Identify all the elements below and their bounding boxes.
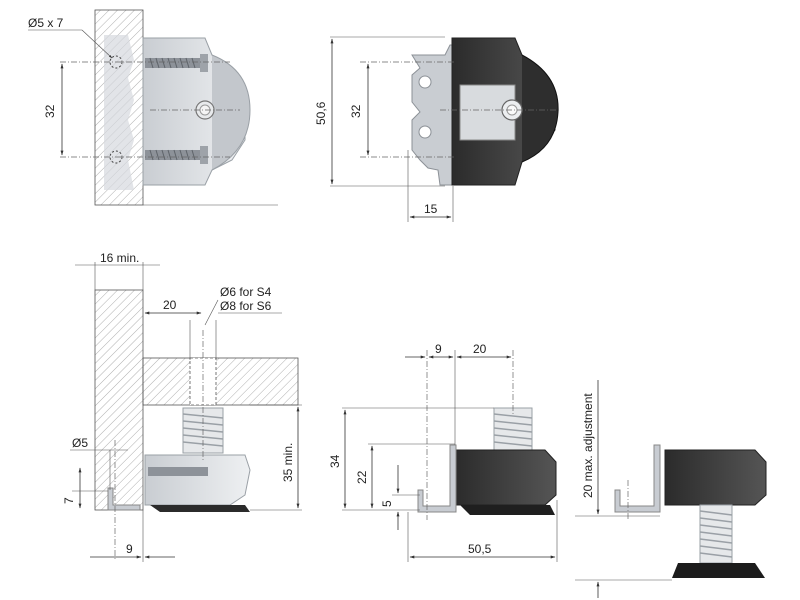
side-panel-section	[94, 289, 144, 511]
screw-top	[145, 54, 208, 72]
label-height-22: 22	[355, 470, 369, 484]
label-hole-bottom: Ø5	[72, 436, 88, 450]
screw-bottom	[145, 146, 208, 164]
mounting-plate-right	[411, 44, 456, 186]
label-height-5: 5	[380, 500, 394, 507]
spring-dowel-mid	[493, 407, 533, 454]
shelf-section	[142, 357, 299, 406]
label-width-50-5: 50,5	[468, 542, 492, 556]
foot-plate-left	[150, 505, 250, 512]
label-offset-15: 15	[424, 202, 438, 216]
view-top-left: Ø5 x 7 32	[28, 9, 278, 206]
hole-top	[109, 55, 123, 69]
label-adjustment: 20 max. adjustment	[581, 393, 595, 498]
label-pitch-left: 32	[43, 104, 57, 118]
label-panel-min: 16 min.	[100, 251, 139, 265]
connector-body-left	[144, 454, 251, 506]
label-pitch-right: 32	[349, 104, 363, 118]
bracket-mid	[417, 444, 457, 513]
label-height-total: 50,6	[314, 101, 328, 125]
label-width-9-mid: 9	[435, 342, 442, 356]
view-bottom-middle: 9 20 34 22 5 50,5	[328, 342, 558, 562]
leveling-foot	[672, 563, 765, 578]
label-height-35: 35 min.	[281, 443, 295, 482]
label-offset-20-left: 20	[163, 298, 177, 312]
label-width-20-mid: 20	[473, 342, 487, 356]
bracket-right	[614, 444, 661, 513]
connector-body-mid	[454, 449, 557, 506]
label-height-34: 34	[328, 454, 342, 468]
mounting-plate	[104, 35, 134, 190]
adjuster-spindle	[699, 504, 733, 564]
view-bottom-right: 20 max. adjustment	[575, 380, 767, 598]
view-bottom-left: 16 min. 20 Ø6 for S4 Ø8 for S6 35 min. Ø…	[62, 251, 302, 562]
foot-plate-mid	[460, 505, 555, 515]
bracket-left	[107, 487, 141, 511]
label-width-9-left: 9	[126, 542, 133, 556]
label-depth-7: 7	[62, 497, 76, 504]
connector-body-right	[664, 449, 767, 506]
label-dowel-s4: Ø6 for S4	[220, 285, 272, 299]
label-hole-top: Ø5 x 7	[28, 16, 64, 30]
label-dowel-s6: Ø8 for S6	[220, 299, 272, 313]
hole-bottom	[109, 150, 123, 164]
view-top-right: 50,6 32 15	[314, 36, 560, 222]
